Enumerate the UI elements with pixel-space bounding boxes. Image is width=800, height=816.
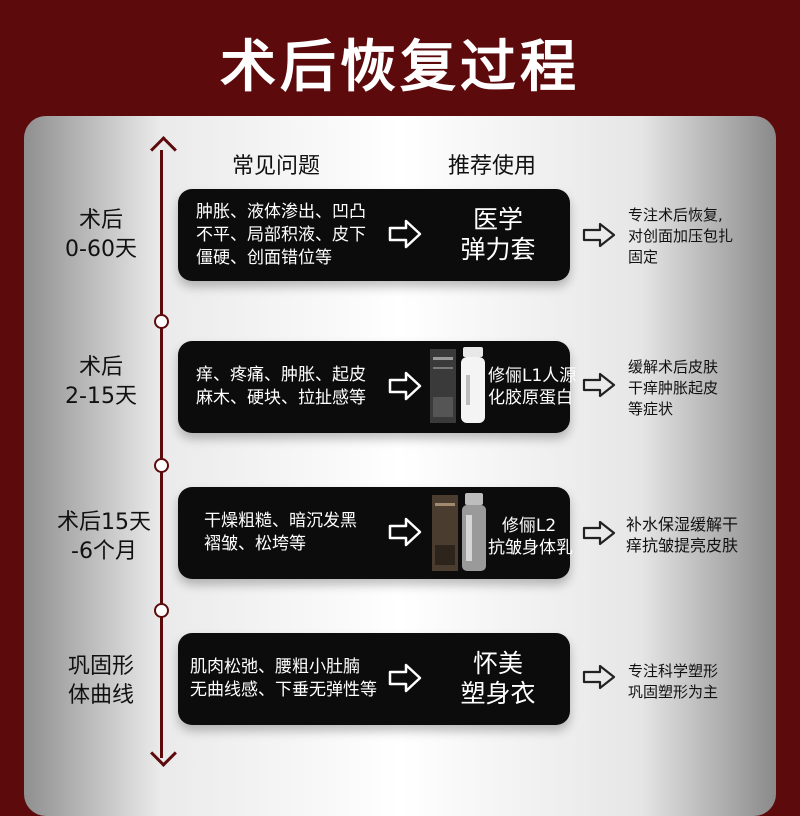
stage-label-line: 术后 bbox=[78, 208, 123, 233]
effect-line: 等症状 bbox=[628, 400, 674, 418]
stage-label: 术后 2-15天 bbox=[56, 353, 146, 411]
serum-product-image bbox=[430, 347, 485, 423]
timeline-node bbox=[154, 458, 169, 473]
effect-text: 补水保湿缓解干 痒抗皱提亮皮肤 bbox=[626, 514, 738, 556]
stage-label-line: 2-15天 bbox=[65, 384, 137, 409]
product-name: 怀美 塑身衣 bbox=[438, 649, 558, 709]
effect-line: 补水保湿缓解干 bbox=[626, 515, 739, 534]
product-name-line: 怀美 bbox=[472, 649, 523, 678]
stage-label: 巩固形 体曲线 bbox=[56, 652, 146, 710]
hollow-right-arrow-icon bbox=[582, 372, 616, 398]
effect-line: 对创面加压包扎 bbox=[628, 227, 734, 245]
stage-label-line: 术后15天 bbox=[57, 510, 151, 535]
effect-line: 干痒肿胀起皮 bbox=[628, 379, 719, 397]
hollow-right-arrow-icon bbox=[388, 219, 422, 249]
header-recommend: 推荐使用 bbox=[448, 154, 537, 179]
effect-line: 专注科学塑形 bbox=[628, 662, 719, 680]
problem-line: 不平、局部积液、皮下 bbox=[196, 224, 366, 245]
page-title: 术后恢复过程 bbox=[220, 35, 580, 100]
stage-label-line: 0-60天 bbox=[65, 237, 137, 262]
product-name-line: 医学 bbox=[472, 205, 523, 234]
stage-label-line: 巩固形 bbox=[67, 654, 134, 679]
hollow-right-arrow-icon bbox=[582, 664, 616, 690]
product-name-line: 弹力套 bbox=[460, 235, 536, 264]
effect-line: 缓解术后皮肤 bbox=[628, 358, 719, 376]
problem-line: 僵硬、创面错位等 bbox=[196, 247, 332, 268]
problem-line: 肌肉松弛、腰粗小肚腩 bbox=[190, 657, 360, 677]
stage-label: 术后 0-60天 bbox=[56, 206, 146, 264]
product-name: 修俪L1人源 化胶原蛋白 bbox=[488, 365, 577, 409]
problem-line: 无曲线感、下垂无弹性等 bbox=[190, 680, 377, 700]
stage-card: 肌肉松弛、腰粗小肚腩 无曲线感、下垂无弹性等 怀美 塑身衣 bbox=[178, 633, 570, 725]
effect-text: 专注术后恢复, 对创面加压包扎 固定 bbox=[628, 205, 733, 268]
problem-line: 痒、疼痛、肿胀、起皮 bbox=[196, 365, 366, 385]
stage-label-line: 体曲线 bbox=[67, 683, 134, 708]
lotion-product-image bbox=[432, 493, 486, 571]
hollow-right-arrow-icon bbox=[582, 520, 616, 546]
problem-list: 干燥粗糙、暗沉发黑 褶皱、松垮等 bbox=[204, 487, 394, 579]
problem-line: 干燥粗糙、暗沉发黑 bbox=[204, 511, 357, 531]
stage-label-line: 术后 bbox=[78, 355, 123, 380]
effect-line: 固定 bbox=[628, 248, 659, 266]
problem-line: 麻木、硬块、拉扯感等 bbox=[196, 388, 366, 408]
product-name-line: 塑身衣 bbox=[460, 679, 536, 708]
stage-label-line: -6个月 bbox=[71, 539, 137, 564]
product-name-line: 抗皱身体乳 bbox=[488, 538, 573, 558]
timeline-node bbox=[154, 314, 169, 329]
timeline-node bbox=[154, 603, 169, 618]
product-name-line: 化胶原蛋白 bbox=[488, 388, 573, 408]
effect-text: 专注科学塑形 巩固塑形为主 bbox=[628, 661, 718, 703]
problem-list: 肌肉松弛、腰粗小肚腩 无曲线感、下垂无弹性等 bbox=[190, 633, 380, 725]
problem-line: 肿胀、液体渗出、凹凸 bbox=[196, 201, 366, 222]
product-name-line: 修俪L2 bbox=[501, 516, 557, 536]
effect-text: 缓解术后皮肤 干痒肿胀起皮 等症状 bbox=[628, 357, 718, 420]
problem-list: 肿胀、液体渗出、凹凸 不平、局部积液、皮下 僵硬、创面错位等 bbox=[196, 189, 386, 281]
stage-label: 术后15天 -6个月 bbox=[52, 508, 156, 566]
effect-line: 巩固塑形为主 bbox=[628, 683, 719, 701]
hollow-right-arrow-icon bbox=[388, 517, 422, 547]
problem-list: 痒、疼痛、肿胀、起皮 麻木、硬块、拉扯感等 bbox=[196, 341, 386, 433]
product-name-line: 修俪L1人源 bbox=[488, 366, 577, 386]
stage-card: 肿胀、液体渗出、凹凸 不平、局部积液、皮下 僵硬、创面错位等 医学 弹力套 bbox=[178, 189, 570, 281]
hollow-right-arrow-icon bbox=[582, 222, 616, 248]
timeline-line bbox=[160, 150, 163, 758]
effect-line: 专注术后恢复, bbox=[628, 206, 723, 224]
product-name: 医学 弹力套 bbox=[438, 205, 558, 265]
stage-card: 痒、疼痛、肿胀、起皮 麻木、硬块、拉扯感等 修俪L1人源 化胶原蛋白 bbox=[178, 341, 577, 433]
hollow-right-arrow-icon bbox=[388, 663, 422, 693]
product-name: 修俪L2 抗皱身体乳 bbox=[488, 515, 573, 559]
stage-card: 干燥粗糙、暗沉发黑 褶皱、松垮等 修俪L2 抗皱身体乳 bbox=[178, 487, 573, 579]
header-problems: 常见问题 bbox=[232, 154, 321, 179]
problem-line: 褶皱、松垮等 bbox=[204, 534, 306, 554]
effect-line: 痒抗皱提亮皮肤 bbox=[626, 536, 739, 555]
hollow-right-arrow-icon bbox=[388, 371, 422, 401]
